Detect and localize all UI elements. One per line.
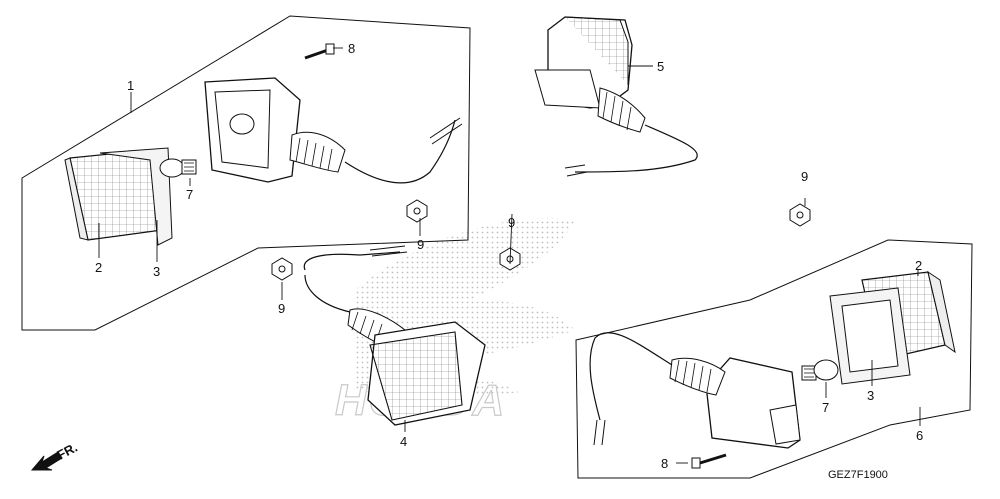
callout-9-d: 9	[801, 169, 808, 184]
callout-6: 6	[916, 428, 923, 443]
arrow-front-icon	[30, 451, 63, 471]
nut-b	[271, 257, 293, 281]
callout-7-right: 7	[822, 400, 829, 415]
callout-3-right: 3	[867, 388, 874, 403]
callout-2-right: 2	[915, 258, 922, 273]
leader-lines	[98, 47, 921, 464]
callout-8-top: 8	[348, 41, 355, 56]
housing-bottom-right	[589, 332, 801, 449]
diagram-code: GEZ7F1900	[828, 469, 888, 481]
gasket-left	[99, 147, 173, 246]
screw-bottom	[691, 453, 727, 469]
group-outline-left	[21, 15, 471, 331]
bulb-left	[159, 158, 197, 178]
callout-9-c: 9	[508, 215, 515, 230]
callout-9-b: 9	[278, 301, 285, 316]
nut-a	[406, 199, 428, 223]
callout-1: 1	[127, 78, 134, 93]
bulb-right	[801, 359, 839, 381]
callout-8-bottom: 8	[661, 456, 668, 471]
gasket-right	[829, 287, 911, 385]
callout-2-left: 2	[95, 260, 102, 275]
nut-d	[789, 203, 811, 227]
callout-7-left: 7	[186, 187, 193, 202]
callout-4: 4	[400, 434, 407, 449]
lamp-center	[303, 245, 486, 426]
screw-top	[304, 43, 335, 60]
housing-top-left	[204, 77, 463, 184]
callout-3-left: 3	[153, 264, 160, 279]
lens-left	[64, 149, 163, 241]
callout-5: 5	[657, 59, 664, 74]
lamp-top-right	[534, 16, 698, 177]
callout-9-a: 9	[417, 237, 424, 252]
group-outline-right	[575, 239, 973, 479]
